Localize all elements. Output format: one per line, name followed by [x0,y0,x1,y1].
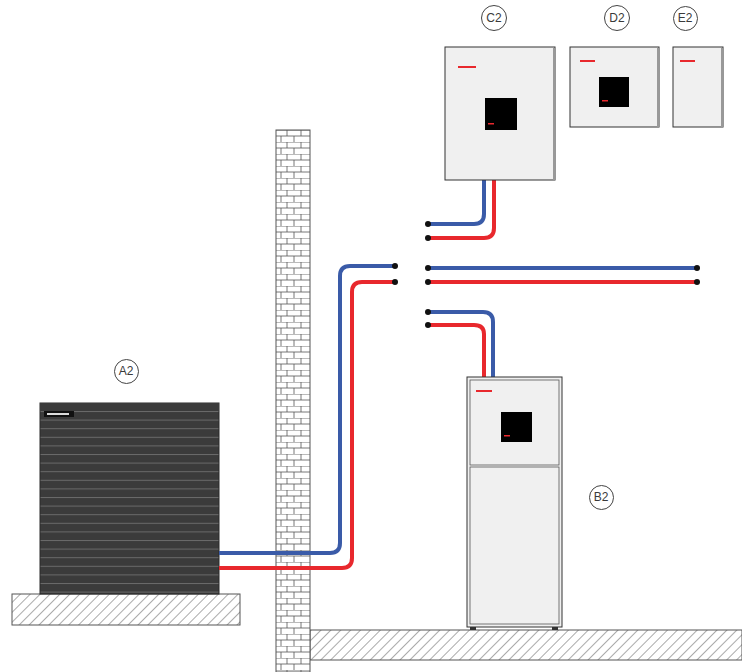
upper-panel [470,380,559,465]
pipe-end [425,235,431,241]
unit-edge [657,48,659,127]
return-pipe [219,266,395,553]
brand-mark [680,60,695,62]
return-pipe [428,312,493,377]
pipe-end [425,322,431,328]
brand-mark [476,390,492,392]
lower-panel [470,467,559,624]
display-indicator [504,435,510,437]
callout-number: A2 [119,365,134,377]
pipe-end [392,263,398,269]
brand-mark [458,66,476,68]
callout-circle: C2 [481,5,507,31]
flow-pipe [428,280,697,284]
callout-number: B2 [594,491,609,503]
flow-pipe [428,325,484,377]
display-indicator [602,100,608,102]
unit-edge [721,48,723,127]
outdoor-unit [40,403,219,594]
return-pipe [428,266,697,270]
outdoor-unit-top [40,403,219,411]
callout-circle: D2 [604,5,630,31]
callout-ring [589,485,613,509]
callout-ring [114,359,138,383]
unit-edge [553,48,555,180]
pipe-end [425,309,431,315]
indoor-unit [467,377,562,627]
control-display [599,77,629,107]
brick-wall [276,130,310,672]
display-indicator [488,123,494,125]
callout-circle: A2 [114,359,139,384]
floor [310,630,742,660]
flow-pipe [428,180,494,238]
callout-circle: E2 [673,6,698,31]
wall-unit [445,47,555,180]
pipe-end [425,279,431,285]
return-pipe [428,180,484,224]
brand-plate [44,411,74,417]
pipe-end [694,279,700,285]
callout-ring [673,6,697,30]
wall-unit [570,47,659,127]
callout-number: E2 [678,12,693,24]
wall-unit [673,47,723,127]
callout-ring [482,6,507,31]
callout-number: D2 [609,12,624,24]
control-display [485,98,517,130]
callout-number: C2 [486,12,501,24]
pipe-end [425,221,431,227]
pipe-end [425,265,431,271]
flow-pipe [219,282,395,568]
brand-mark [47,413,69,415]
control-display [501,412,532,442]
brand-mark [580,60,595,62]
pipe-end [694,265,700,271]
callout-ring [605,6,630,31]
concrete-base [12,594,240,625]
pipe-end [392,279,398,285]
callout-circle: B2 [589,485,614,510]
